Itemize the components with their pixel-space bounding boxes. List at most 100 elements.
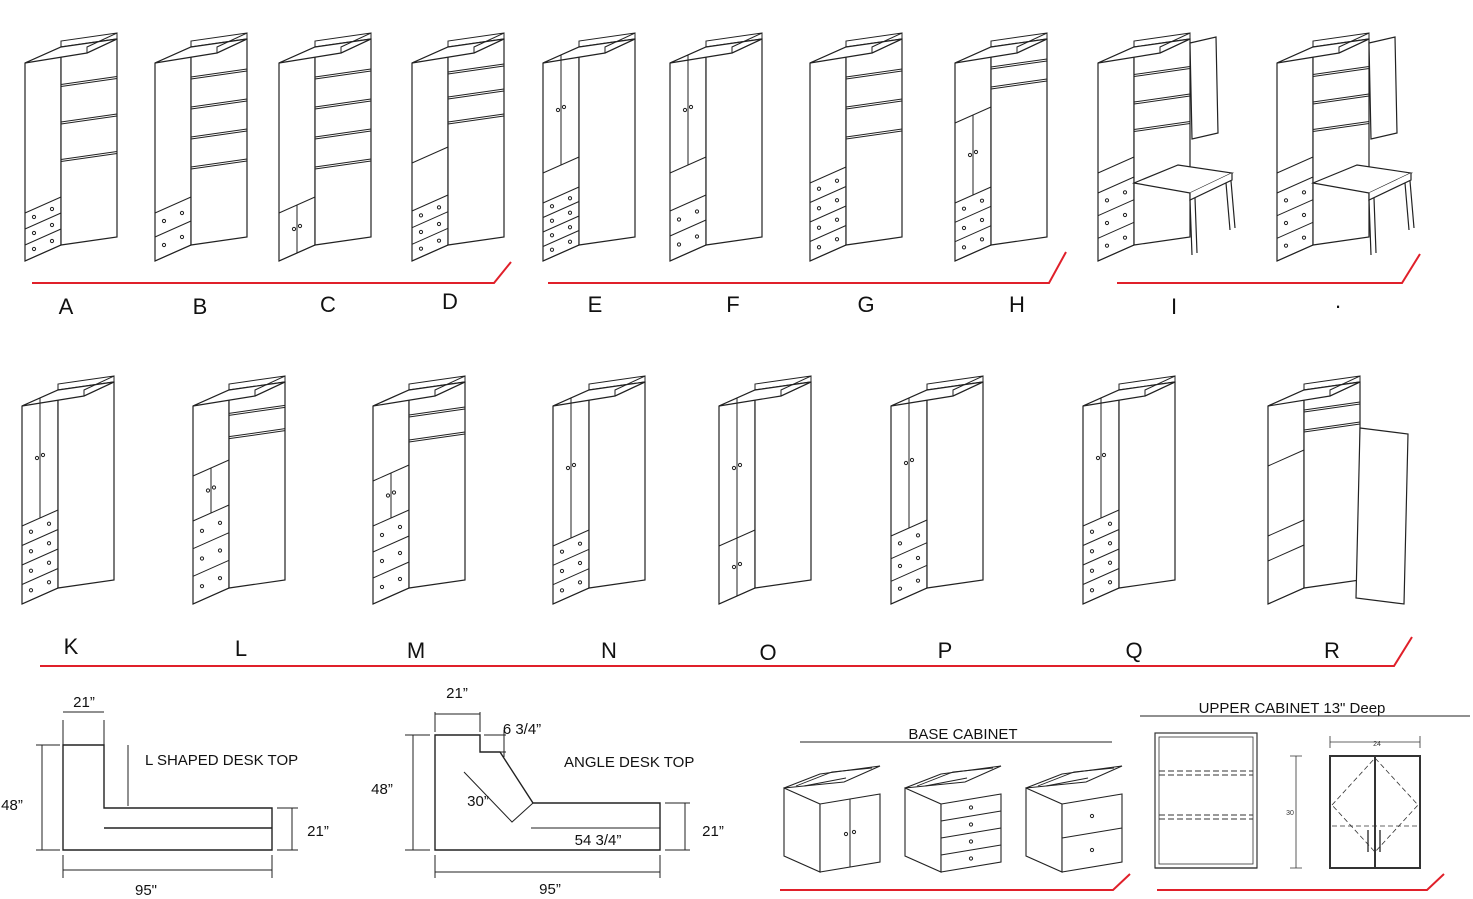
knob-icon <box>397 524 403 530</box>
knob-icon <box>1089 529 1095 534</box>
desk-leg <box>1189 180 1236 256</box>
cabinet-unit <box>542 32 636 262</box>
shelf <box>60 113 118 125</box>
shelf <box>190 128 248 140</box>
angle-desk-dim-bottom: 95” <box>539 881 561 898</box>
knob-icon <box>567 196 573 201</box>
red-group-line <box>1157 873 1445 891</box>
shelf <box>60 76 118 87</box>
angle-desk-dim-left: 48” <box>371 781 393 798</box>
divider <box>21 509 59 527</box>
knob-icon <box>567 239 573 244</box>
knob-icon <box>1104 243 1110 248</box>
base-cabinet-unit <box>1025 765 1123 873</box>
knob-icon <box>379 584 385 590</box>
shelf <box>1303 401 1361 413</box>
divider <box>1267 587 1305 605</box>
cabinet-unit <box>372 375 466 605</box>
shelf <box>314 128 372 140</box>
base-cabinet-title: BASE CABINET <box>908 726 1017 743</box>
knob-icon <box>211 485 217 490</box>
cabinet-body <box>542 32 636 262</box>
unit-label: B <box>192 294 208 319</box>
knob-icon <box>968 839 974 844</box>
upper-height-label: 30 <box>1286 810 1294 817</box>
cabinet-body <box>1097 32 1191 262</box>
knob-icon <box>28 568 34 573</box>
shelf <box>190 158 248 170</box>
shelf <box>845 98 903 110</box>
cabinet-unit <box>954 32 1048 262</box>
knob-icon <box>961 225 967 231</box>
upper-cabinet-title: UPPER CABINET 13" Deep <box>1199 700 1386 717</box>
drawer <box>809 186 847 203</box>
knob-icon <box>915 533 921 538</box>
cabinet-body <box>890 375 984 605</box>
drawer <box>192 532 230 550</box>
knob-icon <box>567 210 573 215</box>
knob-icon <box>379 558 385 564</box>
drawer <box>890 564 928 582</box>
cabinet-unit <box>1267 375 1409 605</box>
drawer <box>940 810 1002 822</box>
divider <box>411 146 449 164</box>
knob-icon <box>843 831 849 837</box>
shelf <box>447 88 505 100</box>
knob-icon <box>816 225 822 230</box>
drawer <box>890 587 928 605</box>
cabinet-unit <box>21 375 115 605</box>
divider <box>372 509 410 527</box>
shelf <box>845 128 903 140</box>
divider <box>1276 176 1314 194</box>
knob-icon <box>816 186 822 191</box>
drawer <box>372 587 410 605</box>
knob-icon <box>1107 580 1113 585</box>
drawer <box>1276 199 1314 217</box>
knob-icon <box>694 209 700 214</box>
knob-icon <box>549 218 555 223</box>
knob-icon <box>559 549 565 554</box>
divider <box>890 519 928 537</box>
open-door <box>1355 427 1409 605</box>
drawer <box>542 244 580 262</box>
unit-label: A <box>58 294 74 319</box>
knob-icon <box>31 214 37 220</box>
knob-icon <box>816 206 822 211</box>
unit-label: N <box>601 638 617 663</box>
divider <box>1082 509 1120 527</box>
drawer <box>1082 568 1120 585</box>
unit-label: Q <box>1125 638 1143 663</box>
l-desk-dim-right: 21” <box>307 823 329 840</box>
divider <box>542 186 580 204</box>
shelf <box>228 428 286 440</box>
drawer <box>1097 221 1135 239</box>
shelf <box>314 158 372 170</box>
base-top <box>1025 765 1123 789</box>
knob-icon <box>436 205 442 210</box>
knob-icon <box>28 588 34 593</box>
upper-width-label: 24 <box>1373 741 1381 748</box>
angle-desk-dim-right: 21” <box>702 823 724 840</box>
drawer <box>954 205 992 223</box>
drawer <box>542 201 580 218</box>
knob-icon <box>731 564 737 570</box>
drawer <box>1082 548 1120 566</box>
divider <box>542 156 580 174</box>
open-door <box>1368 36 1398 140</box>
angle-desk-dim-angle: 30” <box>467 793 489 810</box>
shelf <box>314 68 372 80</box>
knob-icon <box>834 237 840 242</box>
divider <box>1267 449 1305 467</box>
unit-label: . <box>1334 288 1342 313</box>
drawer <box>890 542 928 560</box>
knob-icon <box>161 218 167 224</box>
knob-icon <box>979 198 985 203</box>
divider <box>669 194 707 212</box>
knob-icon <box>897 586 903 591</box>
knob-icon <box>199 584 205 589</box>
l-desk-title: L SHAPED DESK TOP <box>145 752 298 769</box>
knob-icon <box>385 493 391 498</box>
drawer <box>809 244 847 262</box>
knob-icon <box>561 104 567 110</box>
drawer <box>1276 221 1314 239</box>
